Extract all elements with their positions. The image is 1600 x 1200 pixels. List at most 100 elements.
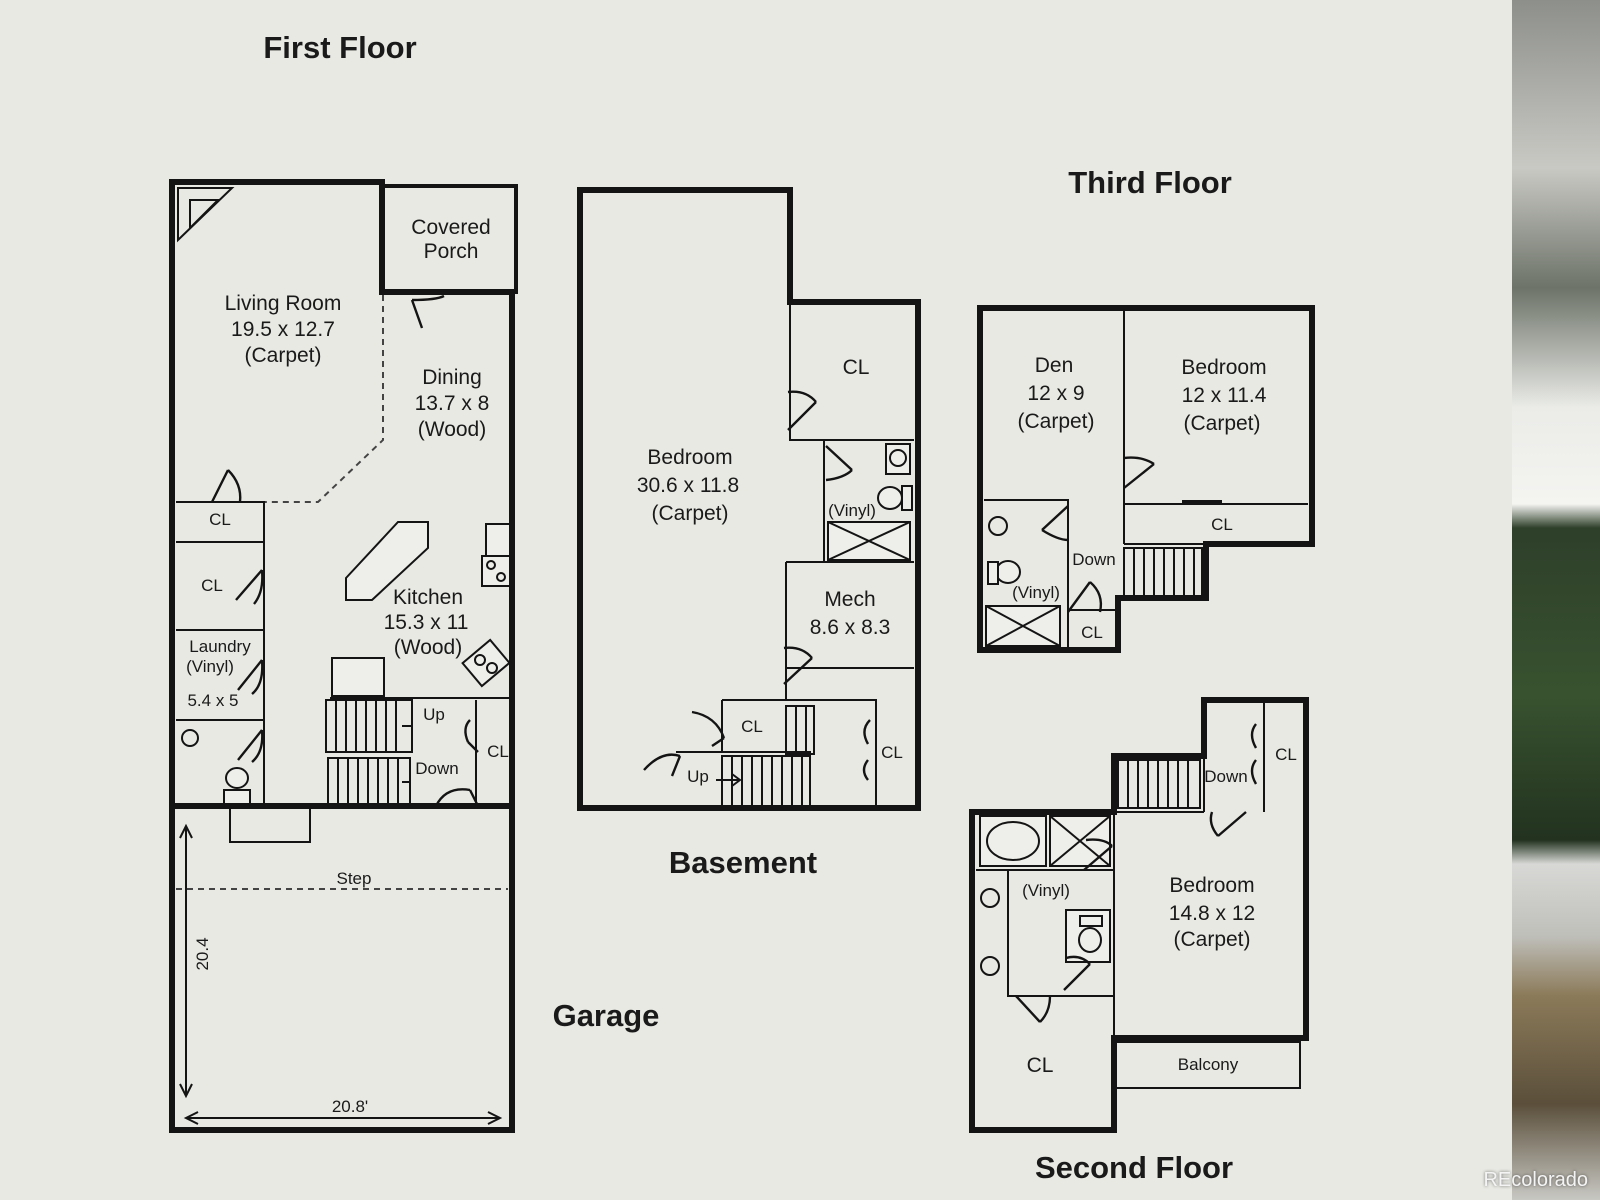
sink-basin — [486, 662, 498, 674]
door-swing — [1015, 995, 1052, 1023]
laundry-floor: (Vinyl) — [186, 657, 234, 676]
door-swing — [1067, 581, 1103, 613]
kitchen-floor: (Wood) — [394, 636, 462, 659]
living-room-size: 19.5 x 12.7 — [231, 318, 335, 341]
basement-lower-closet-wall — [722, 699, 877, 808]
door-swing — [1209, 811, 1247, 837]
garage-entry-step — [229, 807, 311, 843]
third-floor-closet-label: CL — [1081, 623, 1103, 642]
shower-cross — [985, 605, 1061, 647]
balcony-label: Balcony — [1178, 1055, 1239, 1074]
sink-basin — [889, 449, 907, 467]
door-swing — [1250, 723, 1258, 785]
second-floor-title: Second Floor — [1035, 1150, 1233, 1185]
closet-label: CL — [487, 742, 509, 761]
floor-plan-diagram: First Floor Covered Porch Living Room 19… — [169, 30, 1315, 1185]
sink-basin — [474, 654, 486, 666]
basement-shelf — [785, 705, 815, 755]
laundry-label: Laundry — [189, 637, 251, 656]
garage-step-label: Step — [337, 869, 372, 888]
living-room-floor: (Carpet) — [244, 344, 321, 367]
basement-closet-label: CL — [741, 717, 763, 736]
stove-icon — [481, 555, 511, 587]
garage-depth-label: 20.4 — [193, 937, 212, 970]
toilet-tank — [901, 485, 913, 511]
floor-plan-sheet — [0, 0, 1512, 1200]
basement-closet-label: CL — [881, 743, 903, 762]
stairs-down-treads — [337, 758, 399, 806]
third-floor-stairs-treads — [1133, 548, 1195, 596]
burner — [496, 572, 506, 582]
door-swing — [1123, 456, 1155, 489]
vanity-wall — [1007, 870, 1114, 997]
second-floor-bedroom-floor: (Carpet) — [1173, 928, 1250, 951]
door-swing — [237, 729, 264, 763]
door-swing — [235, 569, 264, 605]
third-floor-stairs-down-label: Down — [1072, 550, 1115, 569]
garage-width-label: 20.8' — [332, 1097, 368, 1116]
basement-closet-label: CL — [843, 356, 870, 379]
den-label: Den — [1035, 354, 1074, 377]
sink-icon — [461, 638, 511, 688]
burner — [486, 560, 496, 570]
second-floor-closet-label: CL — [1275, 745, 1297, 764]
living-dining-divider — [232, 295, 384, 503]
first-floor-outline — [169, 179, 515, 1133]
kitchen-counter — [485, 523, 511, 557]
basement-plan: Bedroom 30.6 x 11.8 (Carpet) CL (Vinyl) … — [577, 187, 921, 880]
third-floor-outline — [977, 305, 1315, 653]
door-swing — [1063, 955, 1091, 991]
balcony-outline — [1114, 1041, 1301, 1089]
toilet-tank — [1079, 915, 1103, 927]
third-floor-closet-label: CL — [1211, 515, 1233, 534]
second-floor-outline — [969, 697, 1309, 1133]
door-swing — [825, 445, 853, 482]
third-floor-bedroom-floor: (Carpet) — [1183, 412, 1260, 435]
second-floor-toilet-icon — [1078, 927, 1102, 953]
basement-title: Basement — [669, 845, 817, 880]
kitchen-label: Kitchen — [393, 586, 463, 609]
second-floor-plan: Bedroom 14.8 x 12 (Carpet) (Vinyl) Down … — [969, 697, 1309, 1185]
mech-size: 8.6 x 8.3 — [810, 616, 891, 639]
basement-bedroom-floor: (Carpet) — [651, 502, 728, 525]
second-floor-sink-icon — [980, 956, 1000, 976]
second-floor-sink-icon — [980, 888, 1000, 908]
third-floor-toilet-icon — [995, 560, 1021, 584]
garage-width-arrowheads — [183, 1111, 503, 1125]
basement-outline — [577, 187, 921, 811]
laundry-size: 5.4 x 5 — [187, 691, 238, 710]
closet-label: CL — [209, 510, 231, 529]
basement-closet-wall — [789, 302, 914, 441]
stairs-down-label: Down — [415, 759, 458, 778]
door-swing — [643, 753, 682, 777]
watermark-logo: REcolorado — [1483, 1169, 1588, 1191]
third-floor-sink-icon — [988, 516, 1008, 536]
garage-title: Garage — [553, 998, 660, 1033]
dining-label: Dining — [422, 366, 482, 389]
door-swing — [1083, 838, 1113, 871]
den-size: 12 x 9 — [1027, 382, 1084, 405]
door-swing — [862, 719, 871, 781]
kitchen-island — [345, 521, 429, 601]
stairs-up-label: Up — [423, 705, 445, 724]
first-floor-plan: First Floor Covered Porch Living Room 19… — [169, 30, 660, 1133]
basement-bedroom-size: 30.6 x 11.8 — [637, 474, 739, 497]
covered-porch-label: Porch — [424, 240, 479, 263]
door-swing — [210, 469, 242, 503]
stair-walls — [1114, 756, 1205, 813]
first-floor-title: First Floor — [263, 30, 416, 65]
third-floor-bedroom-label: Bedroom — [1181, 356, 1266, 379]
half-bath-wall — [176, 719, 265, 806]
toilet-tank — [987, 561, 999, 585]
second-floor-bath-label: (Vinyl) — [1022, 881, 1070, 900]
covered-porch-label: Covered — [411, 216, 490, 239]
background-photo-strip — [1512, 0, 1600, 1200]
kitchen-size: 15.3 x 11 — [384, 611, 469, 634]
third-floor-title: Third Floor — [1068, 165, 1232, 200]
den-floor: (Carpet) — [1017, 410, 1094, 433]
third-floor-bedroom-size: 12 x 11.4 — [1182, 384, 1267, 407]
basement-stairs-up-label: Up — [687, 767, 709, 786]
door-swing — [691, 710, 726, 747]
half-bath-toilet-icon — [225, 767, 249, 789]
fridge-icon — [331, 657, 385, 697]
